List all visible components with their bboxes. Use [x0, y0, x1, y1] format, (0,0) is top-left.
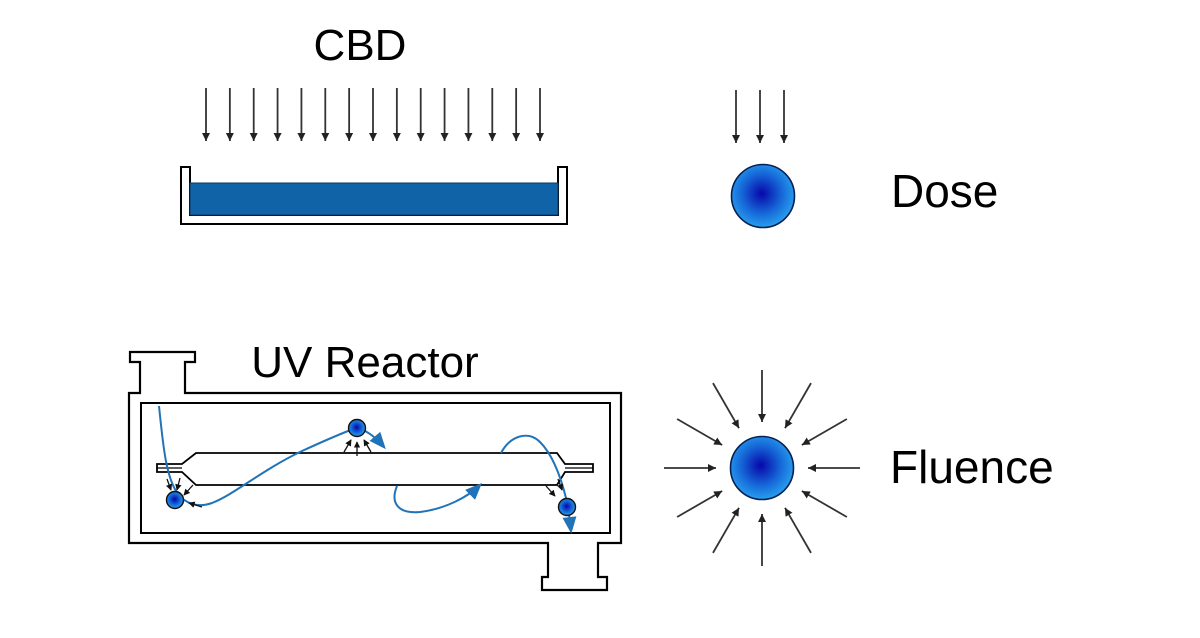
- flow-path-3: [500, 434, 577, 534]
- arrow: [712, 507, 740, 554]
- uv-reactor-section: UV Reactor: [127, 338, 623, 592]
- arrow: [784, 507, 812, 554]
- arrow: [712, 382, 740, 429]
- arrow: [801, 418, 848, 446]
- cbd-liquid: [189, 182, 559, 216]
- reactor-title: UV Reactor: [251, 338, 478, 387]
- fluence-arrows: [664, 370, 860, 566]
- irradiance-arrow: [188, 501, 203, 508]
- particle: [347, 418, 367, 438]
- particle: [165, 490, 185, 510]
- arrow: [784, 382, 812, 429]
- fluence-section: Fluence: [664, 370, 1054, 566]
- flow-path-2: [393, 483, 482, 514]
- dose-sphere: [730, 163, 796, 229]
- arrow: [801, 490, 848, 518]
- cbd-title: CBD: [314, 21, 407, 70]
- irradiance-arrow: [343, 439, 352, 453]
- fluence-label: Fluence: [890, 441, 1054, 493]
- cbd-section: CBD: [180, 21, 568, 225]
- arrow: [676, 418, 723, 446]
- irradiance-arrow: [557, 478, 564, 491]
- uv-lamp: [156, 452, 594, 486]
- irradiance-arrow: [545, 485, 556, 497]
- irradiance-arrow: [166, 478, 173, 491]
- particle-irradiance-arrows: [166, 439, 564, 508]
- particle: [557, 497, 577, 517]
- dose-arrows: [732, 90, 788, 143]
- irradiance-arrow: [175, 477, 182, 491]
- irradiance-arrow: [363, 439, 372, 453]
- arrow: [676, 490, 723, 518]
- collimated-beam-arrows: [202, 88, 544, 141]
- irradiance-arrow: [183, 484, 194, 496]
- dose-label: Dose: [891, 165, 998, 217]
- fluence-sphere: [729, 435, 795, 501]
- dose-section: Dose: [730, 90, 998, 229]
- reactor-particles: [165, 418, 577, 517]
